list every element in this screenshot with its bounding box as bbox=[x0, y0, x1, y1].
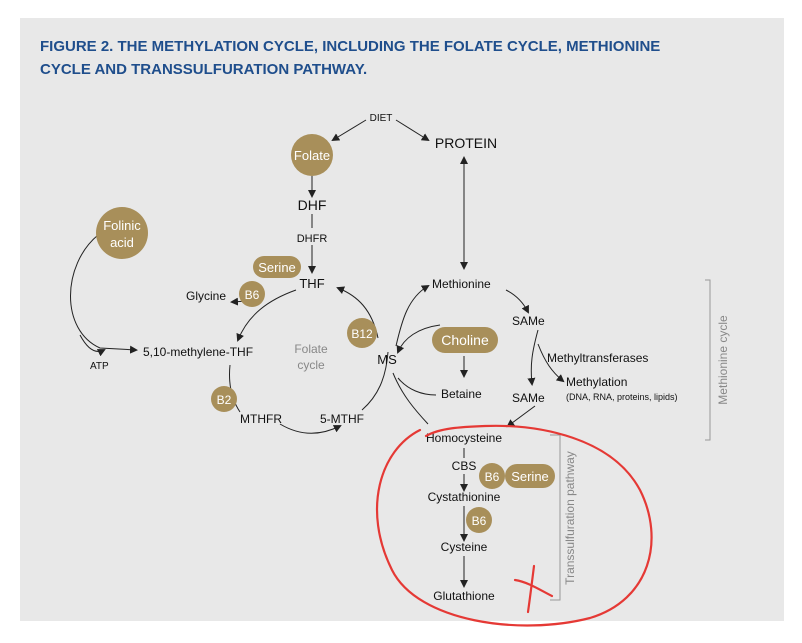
arrow-diet-to-protein bbox=[395, 119, 430, 142]
folinic-acid-badge-line2: acid bbox=[110, 235, 134, 250]
b6-cbs-badge bbox=[479, 463, 505, 489]
red-mark-annotation-1 bbox=[513, 578, 554, 598]
pathway-connectors bbox=[70, 119, 711, 601]
methionine-cycle-bracket bbox=[705, 279, 711, 441]
arrow-homocysteine-remethylation bbox=[396, 324, 441, 354]
methylene-thf-label: 5,10-methylene-THF bbox=[143, 345, 253, 359]
pathway-nodes: DIET PROTEIN DHF DHFR THF Glycine 5,10-m… bbox=[90, 113, 730, 603]
cystathionine-label: Cystathionine bbox=[428, 490, 501, 504]
serine-cbs-badge-label: Serine bbox=[511, 469, 549, 484]
serine-cbs-badge bbox=[505, 464, 555, 488]
figure-title-line2: CYCLE AND TRANSSULFURATION PATHWAY. bbox=[40, 61, 367, 78]
methionine-cycle-label: Methionine cycle bbox=[716, 315, 730, 405]
transsulfuration-pathway-label: Transsulfuration pathway bbox=[563, 451, 577, 585]
line-ms-to-betaine bbox=[397, 377, 437, 396]
folate-badge bbox=[291, 134, 333, 176]
b6-glycine-badge-label: B6 bbox=[245, 288, 260, 302]
homocysteine-label: Homocysteine bbox=[426, 431, 502, 445]
methylation-targets-label: (DNA, RNA, proteins, lipids) bbox=[566, 392, 678, 402]
transsulfuration-bracket bbox=[550, 434, 561, 601]
methylation-label: Methylation bbox=[566, 375, 627, 389]
cofactor-badges: Folate Folinic acid Serine B6 B12 Cholin… bbox=[96, 134, 555, 533]
diet-label: DIET bbox=[370, 113, 393, 124]
arrow-same-to-methylation bbox=[537, 343, 565, 383]
b6-glycine-badge bbox=[239, 281, 265, 307]
arrow-same-to-same bbox=[527, 329, 539, 386]
arrow-methionine-to-same bbox=[505, 289, 529, 314]
arrow-same-to-homocysteine bbox=[506, 405, 536, 428]
betaine-label: Betaine bbox=[441, 387, 482, 401]
figure-title-line1: FIGURE 2. THE METHYLATION CYCLE, INCLUDI… bbox=[40, 38, 660, 55]
arrow-diet-to-folate bbox=[331, 119, 367, 142]
cysteine-label: Cysteine bbox=[441, 540, 488, 554]
same-top-label: SAMe bbox=[512, 314, 545, 328]
folinic-acid-badge-line1: Folinic bbox=[103, 218, 141, 233]
serine-top-badge-label: Serine bbox=[258, 260, 296, 275]
arrow-thf-to-methylene-thf bbox=[236, 289, 297, 342]
choline-badge bbox=[432, 327, 498, 353]
methyltransferases-label: Methyltransferases bbox=[547, 351, 648, 365]
line-5-mthf-to-ms bbox=[361, 351, 389, 411]
b2-badge-label: B2 bbox=[217, 393, 232, 407]
red-annotation bbox=[375, 424, 653, 627]
dhf-label: DHF bbox=[298, 197, 327, 213]
b12-badge-label: B12 bbox=[351, 327, 373, 341]
arrow-mthfr-to-5-mthf bbox=[279, 423, 342, 434]
glycine-label: Glycine bbox=[186, 289, 226, 303]
5-mthf-label: 5-MTHF bbox=[320, 412, 364, 426]
folate-cycle-label-line1: Folate bbox=[294, 342, 328, 356]
red-circle-annotation bbox=[375, 424, 653, 627]
arrow-ms-to-methionine bbox=[395, 284, 430, 347]
arrow-folinic-to-methylene-thf bbox=[70, 234, 138, 354]
dhfr-label: DHFR bbox=[297, 233, 328, 245]
b6-cbs-badge-label: B6 bbox=[485, 470, 500, 484]
b12-badge bbox=[347, 318, 377, 348]
folate-badge-label: Folate bbox=[294, 148, 330, 163]
b6-cysteine-badge bbox=[466, 507, 492, 533]
atp-label: ATP bbox=[90, 361, 109, 372]
thf-label: THF bbox=[299, 276, 324, 291]
protein-label: PROTEIN bbox=[435, 135, 497, 151]
arrow-atp-branch bbox=[79, 334, 106, 357]
same-bottom-label: SAMe bbox=[512, 391, 545, 405]
folate-cycle-label-line2: cycle bbox=[297, 358, 325, 372]
b2-badge bbox=[211, 386, 237, 412]
figure-background bbox=[20, 18, 784, 621]
choline-badge-label: Choline bbox=[441, 332, 489, 348]
line-ms-to-homocysteine bbox=[392, 372, 429, 425]
serine-top-badge bbox=[253, 256, 301, 278]
b6-cysteine-badge-label: B6 bbox=[472, 514, 487, 528]
methionine-label: Methionine bbox=[432, 277, 491, 291]
ms-label: MS bbox=[377, 352, 397, 367]
folinic-acid-badge bbox=[96, 207, 148, 259]
mthfr-label: MTHFR bbox=[240, 412, 282, 426]
glutathione-label: Glutathione bbox=[433, 589, 495, 603]
red-mark-annotation-2 bbox=[526, 564, 536, 614]
cbs-label: CBS bbox=[452, 459, 477, 473]
